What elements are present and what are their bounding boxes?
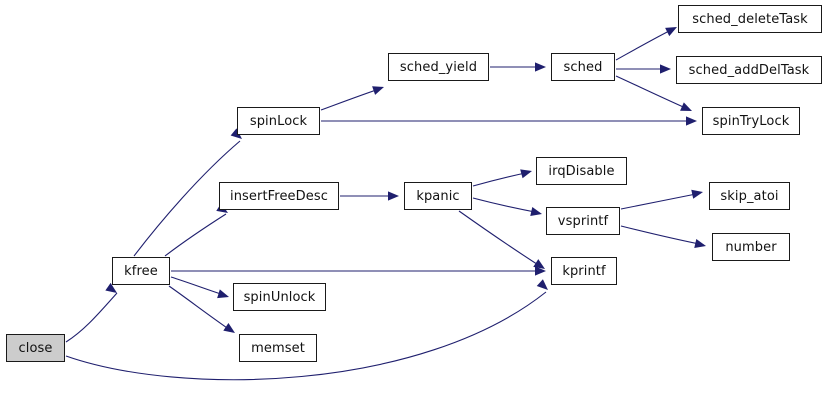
edge-close-to-kfree — [65, 292, 118, 343]
node-kprintf[interactable]: kprintf — [551, 257, 617, 285]
arrowhead-kpanic-to-irqDisable — [520, 169, 532, 179]
node-sched_yield[interactable]: sched_yield — [388, 53, 489, 81]
node-sched_deleteTask[interactable]: sched_deleteTask — [678, 5, 822, 33]
arrowhead-kfree-to-spinLock — [230, 128, 242, 139]
edge-kfree-to-spinLock — [133, 140, 241, 257]
node-sched[interactable]: sched — [551, 53, 615, 81]
arrowhead-sched_yield-to-sched — [535, 62, 546, 72]
arrowhead-kfree-to-spinUnlock — [217, 289, 229, 299]
arrowhead-sched-to-spinTryLock — [680, 102, 692, 111]
arrowhead-kpanic-to-vsprintf — [530, 207, 542, 217]
arrowhead-sched-to-sched_deleteTask — [665, 27, 677, 37]
node-skip_atoi[interactable]: skip_atoi — [709, 182, 790, 210]
arrowhead-vsprintf-to-skip_atoi — [691, 189, 703, 199]
node-spinLock[interactable]: spinLock — [237, 107, 320, 135]
edge-vsprintf-to-number — [620, 225, 705, 246]
arrowhead-close-to-kfree — [105, 282, 117, 293]
edge-close-to-kprintf — [65, 291, 547, 381]
node-kfree[interactable]: kfree — [112, 257, 170, 285]
arrowhead-spinLock-to-spinTryLock — [686, 116, 697, 126]
node-memset[interactable]: memset — [239, 334, 317, 362]
arrowhead-insertFreeDesc-to-kpanic — [388, 191, 399, 201]
node-insertFreeDesc[interactable]: insertFreeDesc — [219, 182, 339, 210]
node-spinUnlock[interactable]: spinUnlock — [233, 283, 326, 311]
node-vsprintf[interactable]: vsprintf — [546, 207, 620, 235]
arrowhead-close-to-kprintf — [536, 279, 548, 290]
arrowhead-vsprintf-to-number — [694, 239, 706, 249]
arrowhead-spinLock-to-sched_yield — [372, 86, 384, 95]
edge-vsprintf-to-skip_atoi — [620, 192, 702, 210]
arrowhead-kfree-to-memset — [223, 323, 235, 333]
edge-sched-to-sched_deleteTask — [615, 27, 676, 61]
node-irqDisable[interactable]: irqDisable — [536, 157, 627, 185]
edge-kpanic-to-vsprintf — [472, 197, 541, 214]
node-kpanic[interactable]: kpanic — [404, 182, 472, 210]
arrowhead-kfree-to-kprintf — [535, 266, 546, 276]
node-close[interactable]: close — [6, 334, 65, 362]
node-number[interactable]: number — [712, 233, 790, 261]
edge-kpanic-to-kprintf — [458, 210, 544, 269]
edge-spinLock-to-sched_yield — [320, 87, 383, 111]
arrowhead-kpanic-to-kprintf — [533, 259, 545, 269]
arrowhead-sched-to-sched_addDelTask — [660, 64, 671, 74]
edge-kfree-to-insertFreeDesc — [164, 213, 227, 257]
node-spinTryLock[interactable]: spinTryLock — [702, 107, 800, 135]
node-sched_addDelTask[interactable]: sched_addDelTask — [676, 56, 822, 84]
